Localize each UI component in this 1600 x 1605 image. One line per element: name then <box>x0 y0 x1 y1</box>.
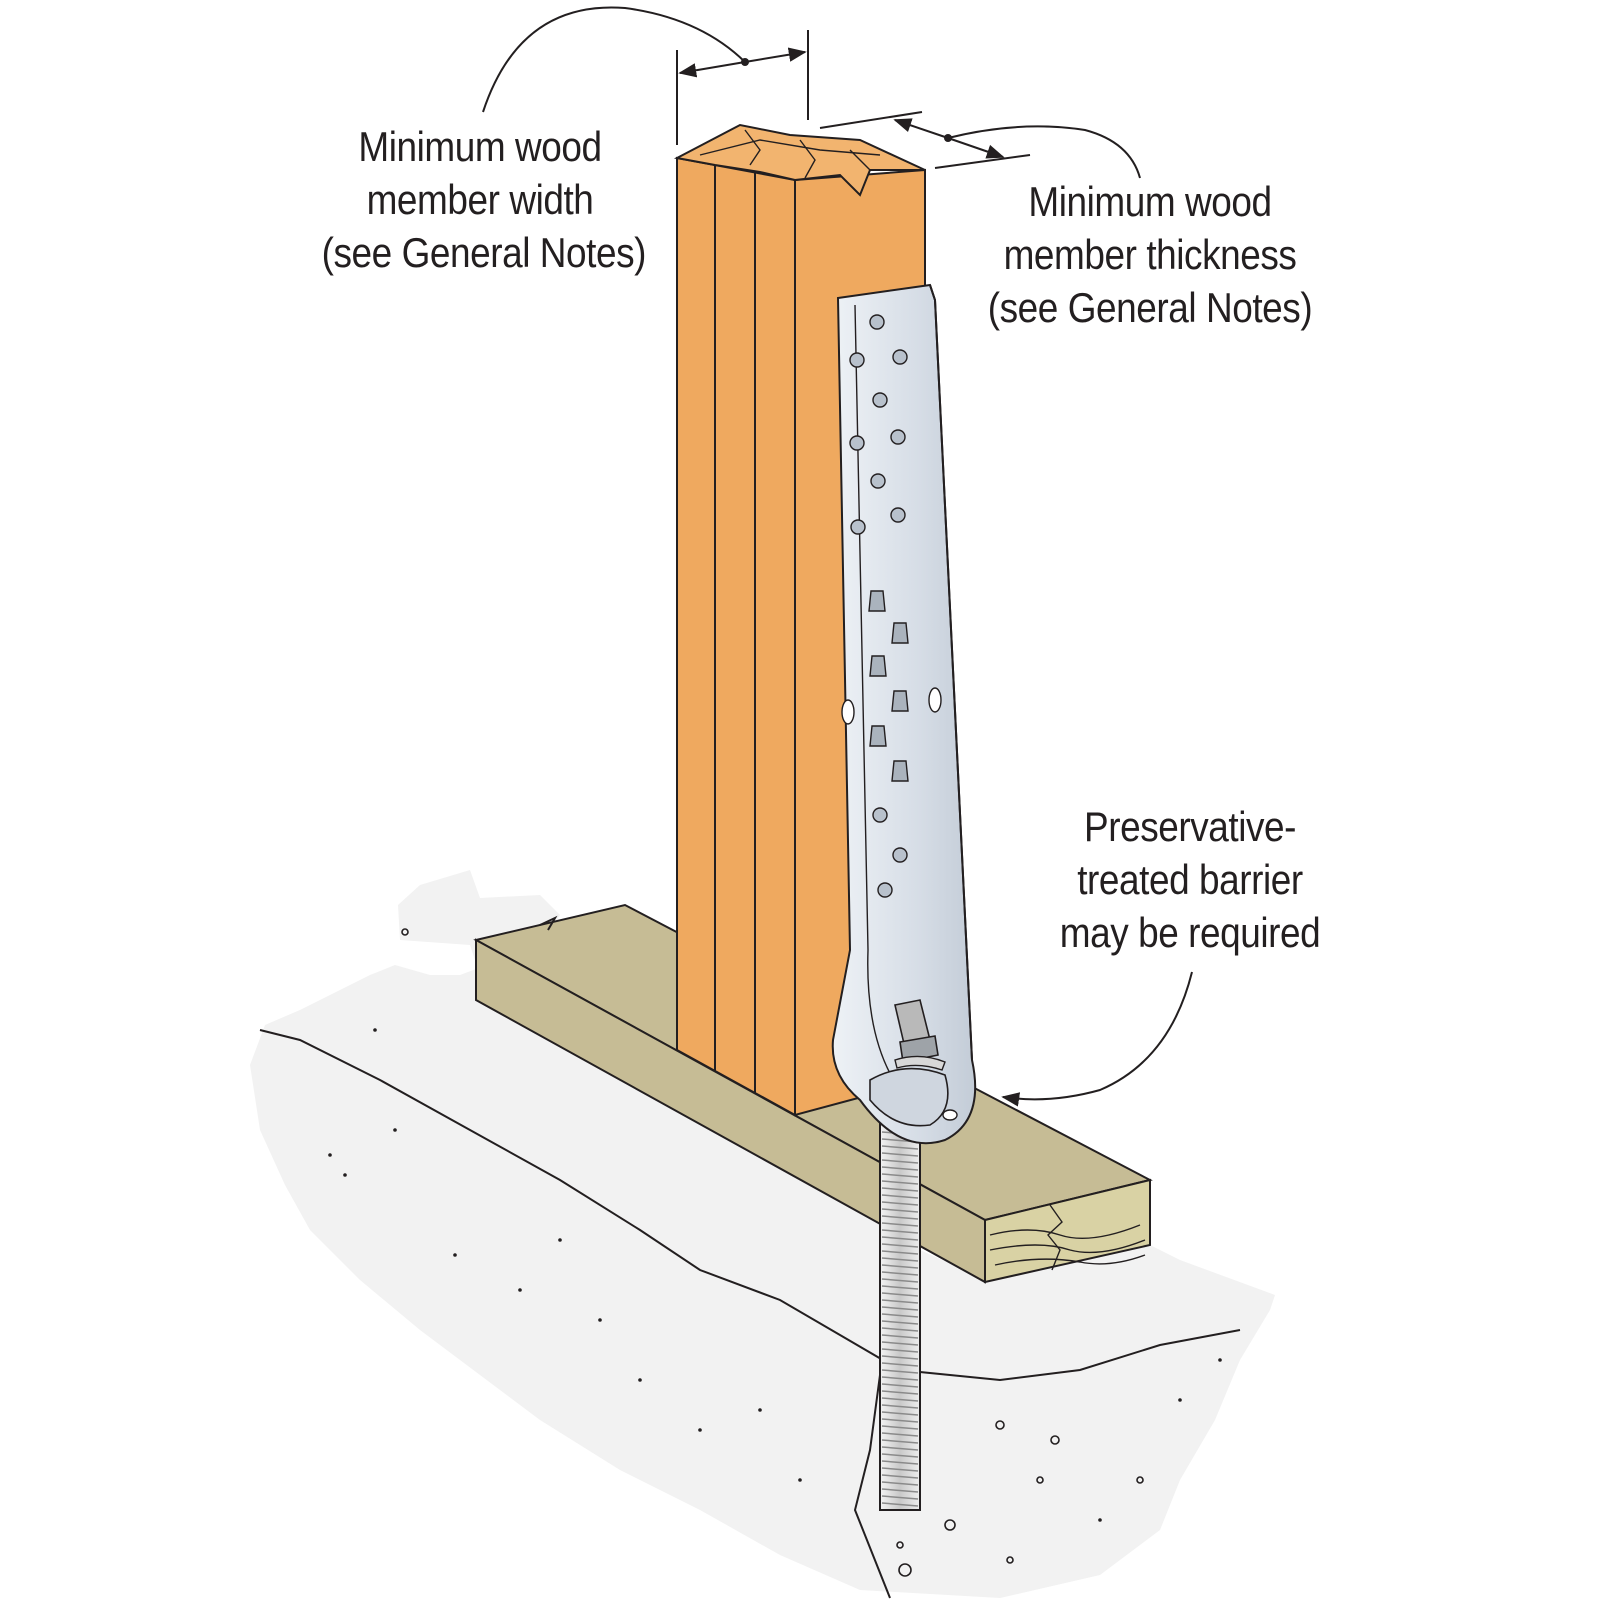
concrete-foundation <box>250 870 1275 1599</box>
label-line: Minimum wood <box>358 123 602 170</box>
stud-end-grain <box>673 123 926 197</box>
bracket-seat <box>869 1067 949 1127</box>
label-line: (see General Notes) <box>987 284 1313 331</box>
thickness-dimension-left <box>893 118 949 139</box>
bracket-slot-left <box>841 699 855 725</box>
fastener-hole <box>892 349 908 365</box>
sill-notch <box>539 915 558 931</box>
concrete-speckles <box>401 928 1144 1577</box>
label-min-thickness: Minimum wood member thickness (see Gener… <box>983 175 1317 334</box>
screw-fastener <box>891 690 909 712</box>
concrete-top-edge <box>259 1029 1241 1382</box>
stud-end-grain-lines <box>699 129 881 179</box>
nut-and-washer <box>894 999 946 1071</box>
sill-plate-end-grain <box>984 1178 1151 1284</box>
barrier-leader <box>1001 971 1193 1107</box>
label-line: (see General Notes) <box>321 229 647 276</box>
dimension-annotations <box>482 6 1193 1107</box>
label-line: may be required <box>1059 909 1321 956</box>
fastener-hole <box>892 847 908 863</box>
thickness-dimension-right <box>947 137 1005 159</box>
screw-fastener <box>868 590 886 612</box>
thickness-leader <box>947 125 1141 179</box>
fastener-hole <box>890 507 906 523</box>
label-barrier-note: Preservative- treated barrier may be req… <box>1049 800 1331 959</box>
thickness-extension-bottom <box>934 154 1031 169</box>
fastener-hole <box>890 429 906 445</box>
bracket-strap <box>831 283 977 1145</box>
label-line: treated barrier <box>1077 856 1303 903</box>
screw-fastener <box>869 725 887 747</box>
bracket-flange <box>929 284 973 1061</box>
fastener-hole <box>849 435 865 451</box>
fastener-hole <box>872 807 888 823</box>
fastener-hole <box>870 473 886 489</box>
bracket-slot-right <box>928 687 942 713</box>
label-min-width: Minimum wood member width (see General N… <box>321 120 647 279</box>
width-leader <box>482 6 746 113</box>
label-line: Preservative- <box>1084 803 1296 850</box>
fastener-hole <box>872 392 888 408</box>
concrete-fracture-line <box>853 1374 891 1599</box>
concrete-body <box>250 870 1275 1598</box>
stud-front-face <box>676 156 796 1117</box>
label-line: member width <box>366 176 594 223</box>
screw-fastener <box>869 655 887 677</box>
label-line: Minimum wood <box>1028 178 1272 225</box>
thickness-extension-top <box>819 111 923 129</box>
fastener-hole <box>869 314 885 330</box>
bracket-seat-hole <box>942 1109 958 1121</box>
screw-fastener <box>891 622 909 644</box>
bracket-fastener-holes <box>849 314 909 898</box>
fastener-hole <box>877 882 893 898</box>
holdown-bracket <box>831 283 977 1145</box>
fastener-hole <box>849 352 865 368</box>
fastener-hole <box>850 519 866 535</box>
dimension-dots <box>741 58 952 142</box>
label-line: member thickness <box>1003 231 1297 278</box>
sill-end-grain-lines <box>989 1204 1146 1271</box>
concrete-dots <box>328 1028 1222 1522</box>
anchor-rod <box>879 1109 921 1511</box>
screw-fastener <box>891 760 909 782</box>
width-dimension-left <box>678 61 746 78</box>
width-dimension-right <box>744 47 807 63</box>
